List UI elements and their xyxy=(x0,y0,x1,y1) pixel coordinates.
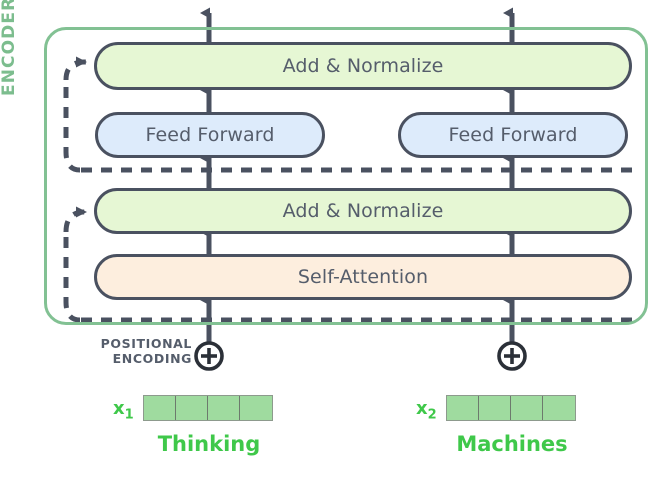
residual-dashed-middle-riser xyxy=(63,80,81,173)
positional-encoding-label-line1: POSITIONAL xyxy=(100,336,192,351)
residual-elbow-bottom xyxy=(63,206,87,233)
encoder-frame xyxy=(44,27,648,325)
token-2-variable-index: 2 xyxy=(427,407,437,423)
positional-encoding-label: POSITIONAL ENCODING xyxy=(62,336,192,366)
encoder-label: ENCODER #1 xyxy=(0,0,19,96)
embedding-cell xyxy=(543,396,575,420)
block-feed-forward-left[interactable]: Feed Forward xyxy=(95,112,325,158)
positional-sum-right xyxy=(497,341,527,371)
block-self-attention[interactable]: Self-Attention xyxy=(94,254,632,300)
token-1-variable: x1 xyxy=(113,398,134,423)
block-self-attention-label: Self-Attention xyxy=(297,266,429,288)
embedding-cell xyxy=(447,396,479,420)
embedding-cell xyxy=(479,396,511,420)
encoder-label-text: ENCODER #1 xyxy=(0,0,19,96)
residual-elbow-top xyxy=(63,56,87,81)
token-2-embedding-cells[interactable] xyxy=(446,395,576,421)
residual-dashed-bottom-riser xyxy=(63,232,81,323)
token-1-variable-base: x xyxy=(113,398,125,419)
token-2-variable-base: x xyxy=(416,398,428,419)
embedding-cell xyxy=(511,396,543,420)
block-add-normalize-top[interactable]: Add & Normalize xyxy=(94,42,632,90)
token-1-word: Thinking xyxy=(157,432,261,456)
embedding-cell xyxy=(144,396,176,420)
block-add-normalize-bottom[interactable]: Add & Normalize xyxy=(94,188,632,234)
token-2-variable: x2 xyxy=(416,398,437,423)
block-feed-forward-right-label: Feed Forward xyxy=(448,124,578,146)
block-add-normalize-top-label: Add & Normalize xyxy=(282,55,444,77)
block-feed-forward-left-label: Feed Forward xyxy=(145,124,275,146)
token-1-embedding-cells[interactable] xyxy=(143,395,273,421)
positional-encoding-label-line2: ENCODING xyxy=(112,351,192,366)
token-1-variable-index: 1 xyxy=(124,407,134,423)
token-2-word: Machines xyxy=(456,432,568,456)
positional-sum-left xyxy=(194,341,224,371)
block-feed-forward-right[interactable]: Feed Forward xyxy=(398,112,628,158)
embedding-cell xyxy=(208,396,240,420)
block-add-normalize-bottom-label: Add & Normalize xyxy=(282,200,444,222)
embedding-cell xyxy=(176,396,208,420)
embedding-cell xyxy=(240,396,272,420)
